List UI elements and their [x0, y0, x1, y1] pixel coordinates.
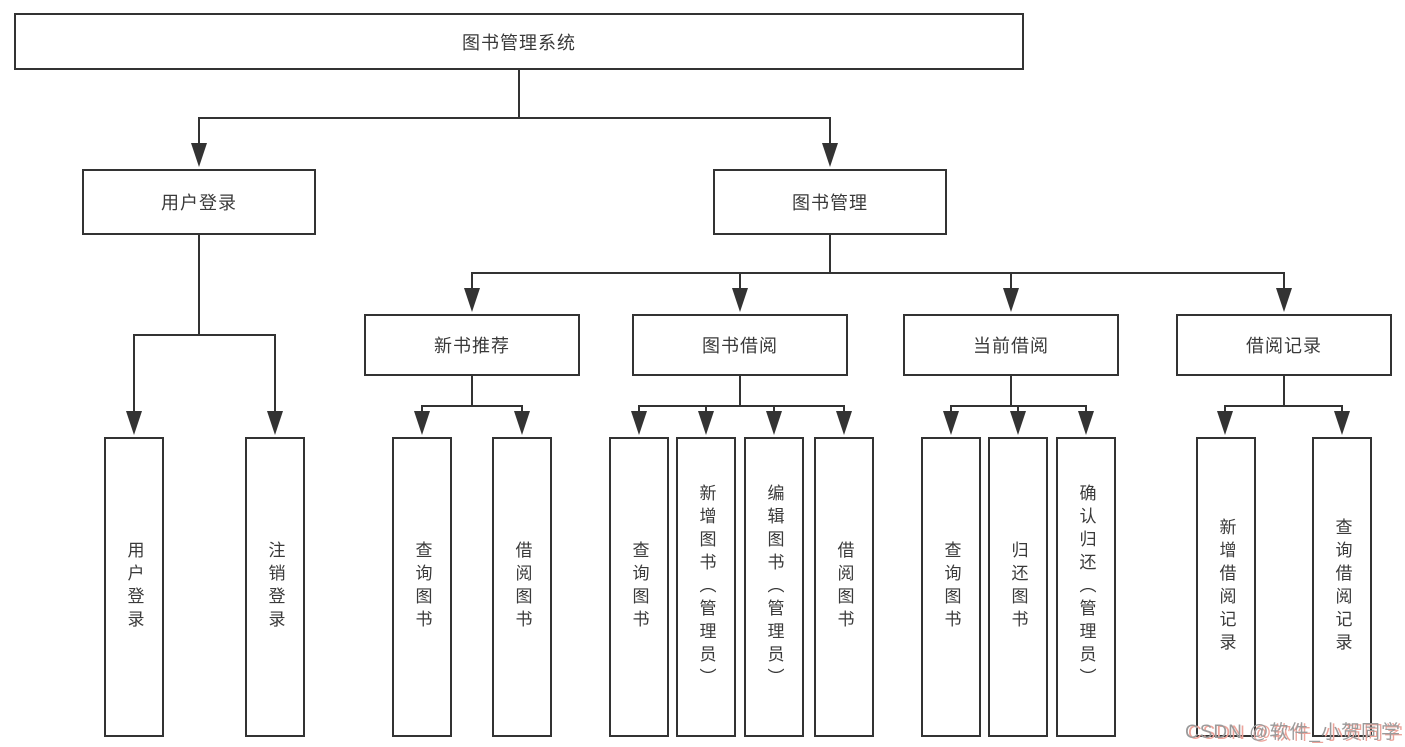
arrow-down-icon — [464, 288, 480, 312]
arrow-down-icon — [1078, 411, 1094, 435]
connector-vline — [197, 235, 201, 336]
leaf-add-borrow-record: 新增借阅记录 — [1196, 437, 1256, 737]
leaf-borrow-books: 借阅图书 — [814, 437, 874, 737]
connector-arrow-stem — [470, 273, 474, 294]
node-root-system: 图书管理系统 — [14, 13, 1024, 70]
connector-hline — [637, 404, 846, 408]
node-book-management: 图书管理 — [713, 169, 947, 235]
arrow-down-icon — [836, 411, 852, 435]
arrow-down-icon — [267, 411, 283, 435]
connector-arrow-stem — [132, 335, 136, 417]
connector-hline — [1223, 404, 1344, 408]
connector-arrow-stem — [1009, 273, 1013, 294]
leaf-confirm-return-admin: 确认归还（管理员） — [1056, 437, 1116, 737]
arrow-down-icon — [1003, 288, 1019, 312]
leaf-add-books-admin: 新增图书（管理员） — [676, 437, 736, 737]
connector-hline — [420, 404, 524, 408]
connector-arrow-stem — [197, 118, 201, 149]
leaf-query-books-current: 查询图书 — [921, 437, 981, 737]
connector-vline — [517, 70, 521, 119]
leaf-user-login: 用户登录 — [104, 437, 164, 737]
arrow-down-icon — [1334, 411, 1350, 435]
connector-vline — [828, 235, 832, 274]
connector-hline — [197, 116, 832, 120]
connector-vline — [1009, 376, 1013, 407]
arrow-down-icon — [514, 411, 530, 435]
connector-vline — [1282, 376, 1286, 407]
connector-arrow-stem — [1282, 273, 1286, 294]
node-book-borrow: 图书借阅 — [632, 314, 848, 376]
connector-hline — [470, 271, 1286, 275]
connector-arrow-stem — [273, 335, 277, 417]
arrow-down-icon — [631, 411, 647, 435]
arrow-down-icon — [1010, 411, 1026, 435]
leaf-logout: 注销登录 — [245, 437, 305, 737]
arrow-down-icon — [732, 288, 748, 312]
leaf-query-borrow-record: 查询借阅记录 — [1312, 437, 1372, 737]
arrow-down-icon — [414, 411, 430, 435]
arrow-down-icon — [191, 143, 207, 167]
arrow-down-icon — [1217, 411, 1233, 435]
arrow-down-icon — [126, 411, 142, 435]
node-current-borrow: 当前借阅 — [903, 314, 1119, 376]
csdn-watermark: CSDN @软件_小贺同学 — [1185, 722, 1401, 743]
connector-arrow-stem — [738, 273, 742, 294]
connector-hline — [132, 333, 277, 337]
arrow-down-icon — [822, 143, 838, 167]
arrow-down-icon — [766, 411, 782, 435]
arrow-down-icon — [943, 411, 959, 435]
node-user-login: 用户登录 — [82, 169, 316, 235]
arrow-down-icon — [1276, 288, 1292, 312]
connector-vline — [738, 376, 742, 407]
node-new-book-recommend: 新书推荐 — [364, 314, 580, 376]
arrow-down-icon — [698, 411, 714, 435]
node-borrow-records: 借阅记录 — [1176, 314, 1392, 376]
leaf-return-books: 归还图书 — [988, 437, 1048, 737]
leaf-query-books-recommend: 查询图书 — [392, 437, 452, 737]
connector-vline — [470, 376, 474, 407]
leaf-edit-books-admin: 编辑图书（管理员） — [744, 437, 804, 737]
connector-arrow-stem — [828, 118, 832, 149]
leaf-borrow-books-recommend: 借阅图书 — [492, 437, 552, 737]
leaf-query-books-borrow: 查询图书 — [609, 437, 669, 737]
